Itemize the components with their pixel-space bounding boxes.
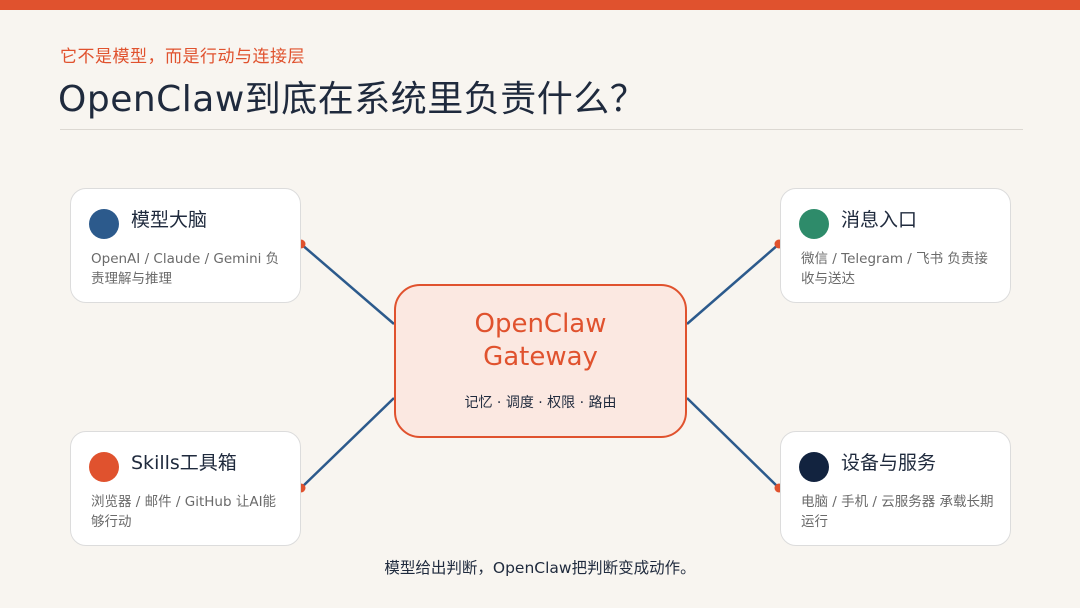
card-description: 浏览器 / 邮件 / GitHub 让AI能够行动	[91, 494, 277, 530]
page-title: OpenClaw到底在系统里负责什么？	[58, 79, 647, 120]
connector-skills	[300, 397, 395, 489]
card-title: 设备与服务	[841, 452, 937, 474]
card-devices-services: 设备与服务 电脑 / 手机 / 云服务器 承载长期运行	[780, 431, 1011, 546]
card-model-brain: 模型大脑 OpenAI / Claude / Gemini 负责理解与推理	[70, 188, 301, 303]
hub-tags: 记忆 · 调度 · 权限 · 路由	[464, 395, 617, 411]
card-title: Skills工具箱	[131, 452, 237, 474]
connector-model-brain	[300, 243, 395, 325]
top-accent-bar	[0, 0, 1080, 10]
footer-caption: 模型给出判断，OpenClaw把判断变成动作。	[384, 559, 696, 577]
connector-message-entry	[686, 243, 780, 325]
card-message-entry: 消息入口 微信 / Telegram / 飞书 负责接收与送达	[780, 188, 1011, 303]
card-skills-toolbox: Skills工具箱 浏览器 / 邮件 / GitHub 让AI能够行动	[70, 431, 301, 546]
card-title: 模型大脑	[131, 209, 208, 231]
hub-name-line1: OpenClaw	[474, 309, 607, 339]
card-description: OpenAI / Claude / Gemini 负责理解与推理	[91, 251, 280, 287]
skills-dot-icon	[89, 452, 119, 482]
card-title: 消息入口	[841, 209, 918, 231]
model-brain-dot-icon	[89, 209, 119, 239]
message-entry-dot-icon	[799, 209, 829, 239]
devices-dot-icon	[799, 452, 829, 482]
page-subtitle: 它不是模型，而是行动与连接层	[60, 47, 305, 67]
card-description: 电脑 / 手机 / 云服务器 承载长期运行	[801, 494, 994, 530]
hub-name-line2: Gateway	[483, 342, 598, 372]
connector-devices	[686, 397, 780, 489]
hub-name: OpenClaw Gateway	[396, 308, 685, 374]
gateway-hub: OpenClaw Gateway 记忆 · 调度 · 权限 · 路由	[394, 284, 687, 438]
card-description: 微信 / Telegram / 飞书 负责接收与送达	[801, 251, 988, 287]
title-divider	[60, 129, 1023, 130]
